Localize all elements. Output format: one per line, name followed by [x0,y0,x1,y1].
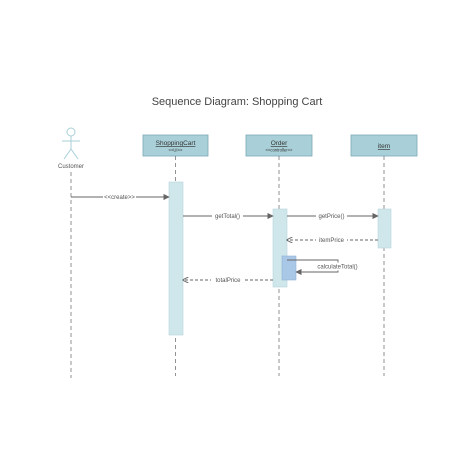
message-label: itemPrice [319,238,345,244]
message-getprice: getPrice() [287,212,379,220]
actor-name: Customer [58,164,84,170]
message-label: <<create>> [104,195,135,201]
message-label: totalPrice [215,278,241,284]
message-label: getPrice() [318,214,344,220]
diagram-title: Sequence Diagram: Shopping Cart [152,96,323,108]
activation-shoppingcart [168,181,184,336]
lifeline-header-order: Order <<controller>> [245,134,313,157]
message-label: getTotal() [215,214,240,220]
lifeline-name: item [378,143,390,150]
message-label: calculateTotal() [317,265,357,271]
lifeline-stereotype: <<controller>> [265,148,293,153]
lifeline-stereotype: <<UI>> [169,148,184,153]
nested-activation-order [281,255,297,281]
lifeline-name: ShoppingCart [156,140,196,147]
lifeline-header-item: item [350,134,418,157]
message-create: <<create>> [71,193,170,201]
message-itemprice-return: itemPrice [287,236,378,244]
message-calculatetotal-self: calculateTotal() [287,259,362,276]
message-totalprice-return: totalPrice [183,276,273,284]
lifeline-name: Order [271,140,288,147]
message-gettotal: getTotal() [183,212,274,220]
lifeline-header-shoppingcart: ShoppingCart <<UI>> [142,134,209,157]
stick-figure-icon [62,127,80,160]
actor-customer: Customer [58,127,84,170]
activation-item [377,208,392,249]
